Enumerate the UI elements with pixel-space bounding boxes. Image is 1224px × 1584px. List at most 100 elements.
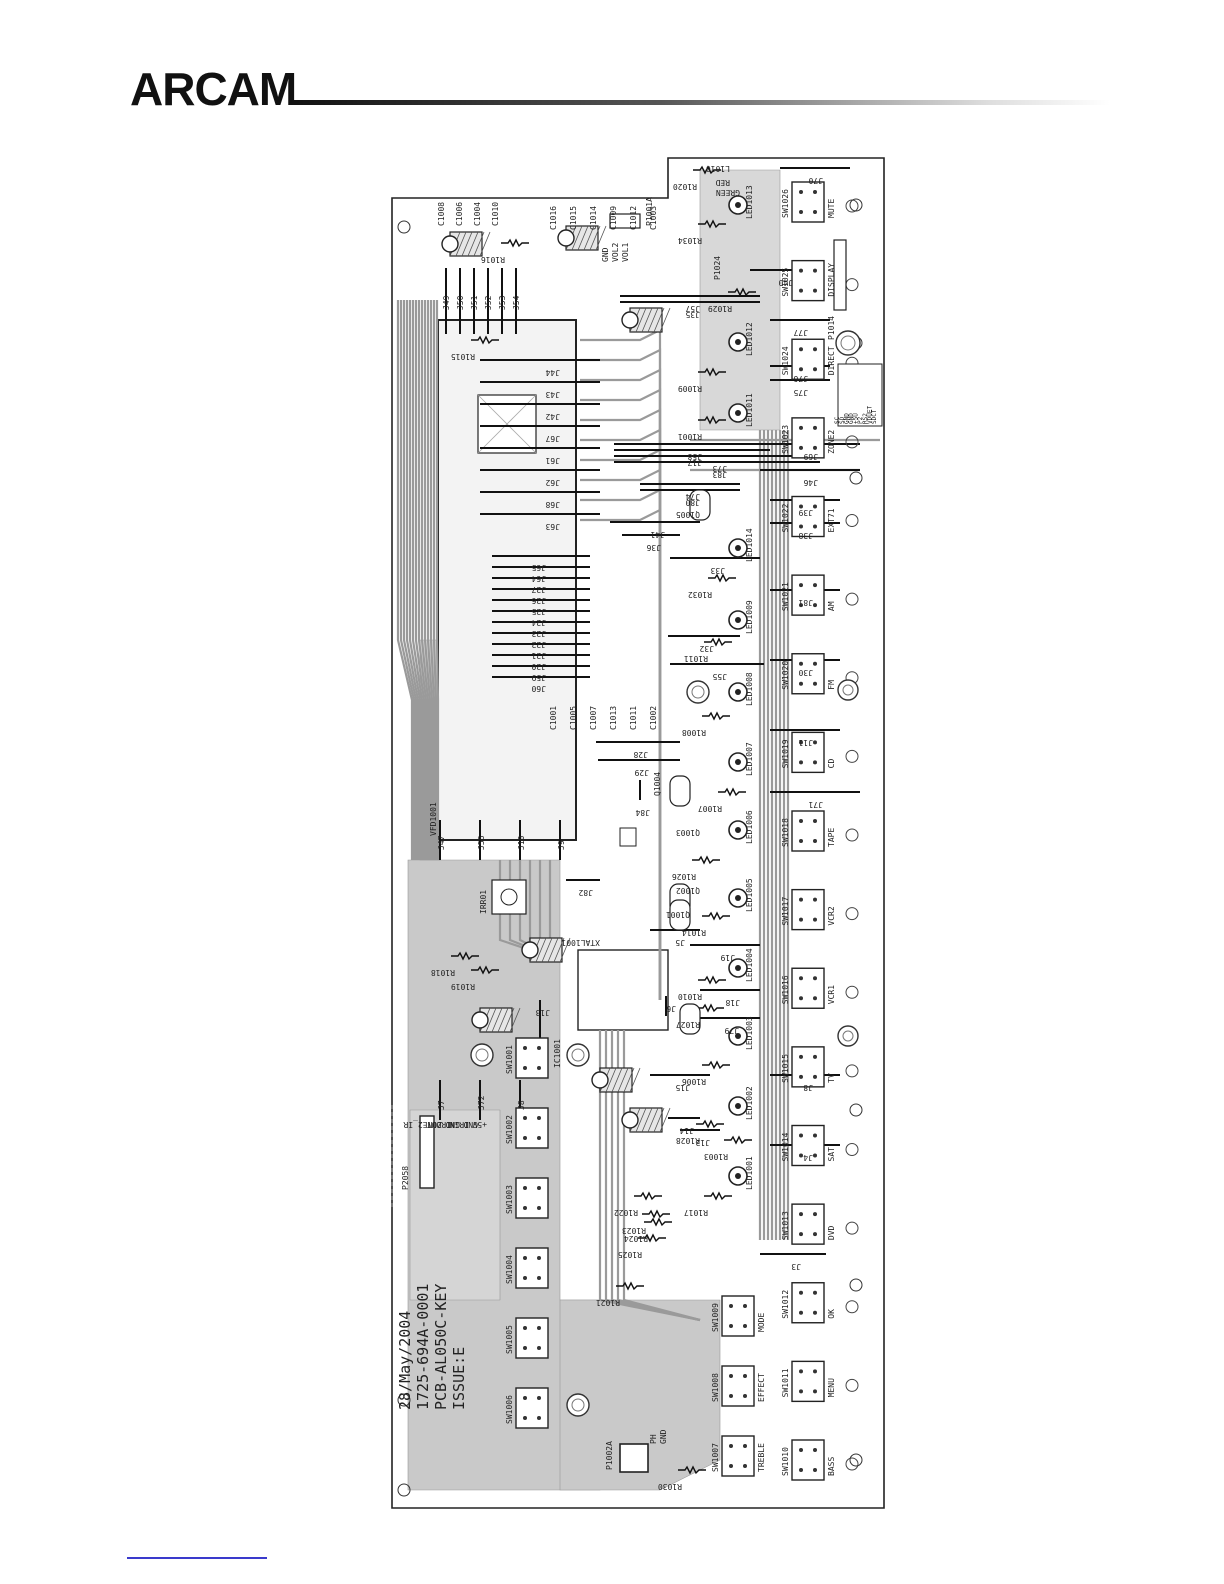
resistor xyxy=(698,975,726,985)
jumper-ref: J84 xyxy=(635,808,650,817)
jumper-ref: J40 xyxy=(778,278,793,287)
led-ref: LED1013 xyxy=(745,185,754,219)
jumper-ref: J81 xyxy=(798,598,813,607)
switch-ref: SW1002 xyxy=(505,1115,514,1144)
jumper-ref: J80 xyxy=(685,498,700,507)
resistor-ref: R1028 xyxy=(676,1136,700,1145)
led-led1013 xyxy=(728,195,748,215)
resistor-ref: R1009 xyxy=(678,384,702,393)
transistor xyxy=(689,489,711,521)
resistor-ref: R1017 xyxy=(684,1208,708,1217)
resistor xyxy=(698,219,726,229)
large-hole xyxy=(835,330,861,356)
ir-receiver xyxy=(491,879,527,915)
capacitor-ref: C1010 xyxy=(491,202,500,226)
switch-label: VCR1 xyxy=(827,985,836,1004)
jumper-ref: J21 xyxy=(531,651,546,660)
switch-fm xyxy=(791,653,859,695)
switch-ref: SW1010 xyxy=(781,1447,790,1476)
resistor-ref: R1010 xyxy=(678,992,702,1001)
jumper-ref: J53 xyxy=(498,295,507,310)
led-led1003 xyxy=(728,1026,748,1046)
mounting-hole xyxy=(397,220,411,234)
switch-label: OK xyxy=(827,1309,836,1319)
jumper-ref: J75 xyxy=(793,388,808,397)
board-pcb-name: PCB-AL050C-KEY xyxy=(432,1284,450,1410)
connector-pin: P2 xyxy=(857,416,864,424)
misc-ref: Q1005 xyxy=(676,510,700,519)
copper-traces xyxy=(396,300,880,1322)
header-pin: VOL2 xyxy=(611,243,620,262)
switch-sw1003 xyxy=(515,1177,549,1219)
switch-ref: SW1004 xyxy=(505,1255,514,1284)
ic-ref: IC1001 xyxy=(553,1039,562,1068)
jumper-ref: J20 xyxy=(531,662,546,671)
resistor xyxy=(718,787,746,797)
board-date: 28/May/2004 xyxy=(396,1311,414,1410)
switch-label: MODE xyxy=(757,1313,766,1332)
switch-ref: SW1011 xyxy=(781,1368,790,1397)
connector-ref: P2058 xyxy=(401,1166,410,1190)
led-ref: LED1009 xyxy=(745,600,754,634)
switch-sw1002 xyxy=(515,1107,549,1149)
led-led1001 xyxy=(728,1166,748,1186)
resistor-ref: R1026 xyxy=(672,872,696,881)
mounting-hole xyxy=(397,1483,411,1497)
switch-label: DIRECT xyxy=(827,346,836,375)
capacitor-ref: C1008 xyxy=(437,202,446,226)
jumper-ref: J62 xyxy=(545,478,560,487)
electrolytic-capacitor xyxy=(521,937,571,963)
capacitor-ref: C1001 xyxy=(549,706,558,730)
transistor xyxy=(669,899,691,931)
switch-dvd xyxy=(791,1203,859,1245)
resistor-ref: R1030 xyxy=(658,1482,682,1491)
resistor xyxy=(451,951,479,961)
switch-ok xyxy=(791,1282,859,1324)
resistor xyxy=(693,165,721,175)
jumper-ref: J12 xyxy=(695,1138,710,1147)
jumper-ref: J60 xyxy=(531,684,546,693)
switch-am xyxy=(791,574,859,616)
switch-bass xyxy=(791,1439,859,1481)
jumper-ref: J17 xyxy=(687,458,702,467)
capacitor-ref: C1015 xyxy=(569,206,578,230)
switch-ref: SW1017 xyxy=(781,897,790,926)
resistor-ref: R1011 xyxy=(684,654,708,663)
footer-rule xyxy=(127,1557,267,1559)
capacitor-ref: C1016 xyxy=(549,206,558,230)
jumper-ref: J3 xyxy=(791,1262,801,1271)
large-hole xyxy=(837,1025,859,1047)
misc-ref: Q1003 xyxy=(676,828,700,837)
connector-pin: SC xyxy=(834,416,841,424)
jumper-ref: J71 xyxy=(808,800,823,809)
resistor-ref: R1006 xyxy=(682,1077,706,1086)
switch-label: CD xyxy=(827,759,836,769)
switch-ref: SW1005 xyxy=(505,1325,514,1354)
resistor-ref: R1016 xyxy=(481,255,505,264)
led-led1005 xyxy=(728,888,748,908)
capacitor-ref: C1004 xyxy=(473,202,482,226)
resistor xyxy=(728,287,756,297)
mounting-hole xyxy=(849,1103,863,1117)
resistor xyxy=(616,1281,644,1291)
switch-zone2 xyxy=(791,417,859,459)
jumper-ref: J33 xyxy=(710,566,725,575)
switch-label: MENU xyxy=(827,1378,836,1397)
switch-label: TAPE xyxy=(827,828,836,847)
board-issue: ISSUE:E xyxy=(450,1347,468,1410)
header-pin: VOL1 xyxy=(621,243,630,262)
switch-ref: SW1008 xyxy=(711,1373,720,1402)
jumper-ref: J77 xyxy=(793,328,808,337)
connector-pin: GND xyxy=(659,1429,668,1444)
jumper-ref: J55 xyxy=(712,672,727,681)
connector-ref: P1014 xyxy=(827,316,836,340)
jumper-ref: J14 xyxy=(679,1126,694,1135)
switch-ref: SW1015 xyxy=(781,1054,790,1083)
switch-ext71 xyxy=(791,495,859,538)
switch-ref: SW1020 xyxy=(781,661,790,690)
jumper-ref: J32 xyxy=(699,644,714,653)
led-led1012 xyxy=(728,332,748,352)
switch-label: AM xyxy=(827,601,836,611)
jumper-ref: J46 xyxy=(803,478,818,487)
capacitor-ref: C1012 xyxy=(629,206,638,230)
